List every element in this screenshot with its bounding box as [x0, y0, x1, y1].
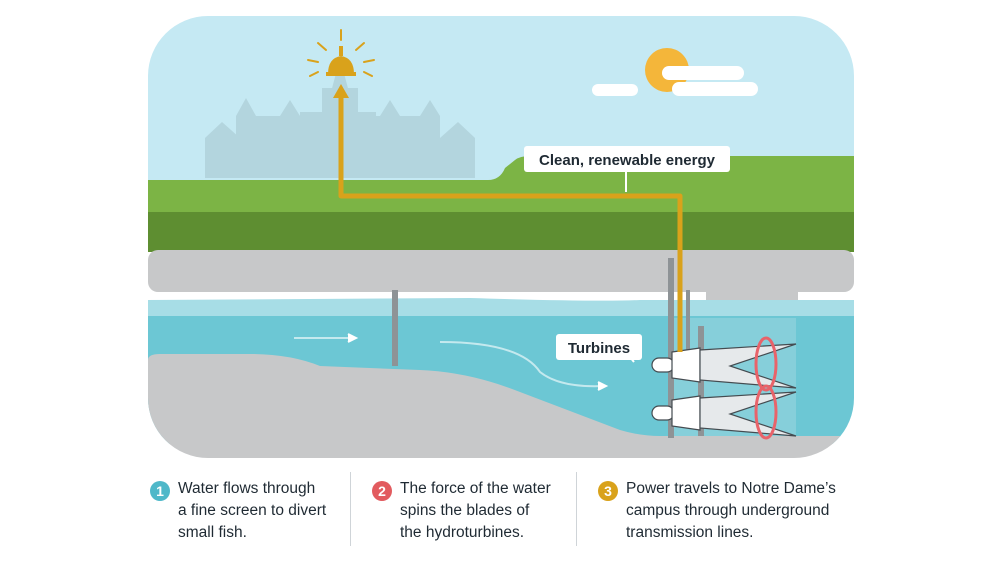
- step-3-text: Power travels to Notre Dame’s campus thr…: [626, 480, 836, 541]
- step-1: 1 Water flows through a fine screen to d…: [150, 478, 350, 544]
- flow-arrow-icon: [294, 333, 359, 343]
- turbine-ring: [754, 384, 778, 440]
- water-surface: [148, 298, 854, 316]
- steps-legend: 1 Water flows through a fine screen to d…: [0, 470, 1000, 562]
- step-1-number-badge: 1: [150, 481, 170, 501]
- step-2-text: The force of the water spins the blades …: [400, 480, 551, 541]
- grass-dark-layer: [148, 212, 854, 252]
- riverbed: [148, 354, 854, 458]
- step-3: 3 Power travels to Notre Dame’s campus t…: [598, 478, 858, 544]
- step-1-text: Water flows through a fine screen to div…: [178, 480, 327, 541]
- turbines-label: Turbines: [568, 340, 630, 357]
- power-arrow-icon: [333, 84, 349, 98]
- flow-arrow-icon: [439, 341, 609, 391]
- energy-label: Clean, renewable energy: [539, 152, 716, 169]
- step-3-number-badge: 3: [598, 481, 618, 501]
- hydro-diagram: Clean, renewable energy Turbines: [148, 16, 854, 458]
- step-2-number-badge: 2: [372, 481, 392, 501]
- step-divider: [350, 472, 351, 546]
- gate-post: [686, 290, 690, 350]
- hydroturbine-lower: [651, 384, 797, 440]
- step-divider: [576, 472, 577, 546]
- fish-screen: [392, 290, 398, 366]
- turbine-ring: [754, 336, 778, 392]
- power-transmission-line: [338, 98, 683, 352]
- gate-post: [698, 326, 704, 436]
- turbines-callout-box: [556, 334, 642, 360]
- golden-dome-icon: [307, 29, 375, 77]
- step-2: 2 The force of the water spins the blade…: [372, 478, 572, 544]
- hydroturbine-upper: [651, 336, 797, 392]
- energy-callout-box: [524, 146, 730, 172]
- cloud-icon: [592, 66, 758, 96]
- gate-post: [668, 258, 674, 438]
